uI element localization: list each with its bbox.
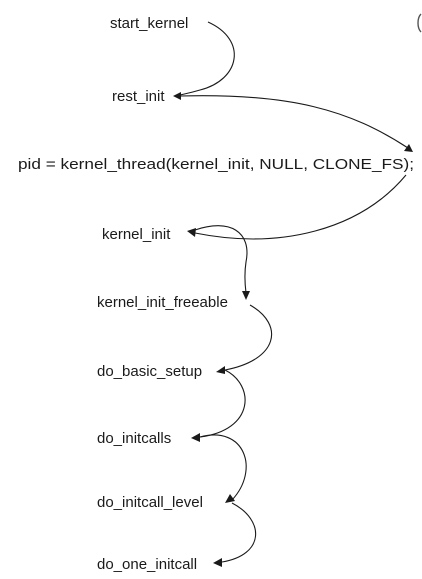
node-rest-init: rest_init [112,88,165,105]
arrowhead-do-initcall-level [225,494,235,503]
edge-fragment-mark [417,13,422,33]
node-start-kernel: start_kernel [110,15,188,32]
edge-do-basic-setup-to-do-initcalls [199,369,246,438]
node-do-initcall-level: do_initcall_level [97,494,203,511]
node-do-one-initcall: do_one_initcall [97,556,197,573]
edge-kernel-init-to-kernel-init-freeable [194,225,248,294]
edge-do-initcall-level-to-do-one-initcall [221,502,257,563]
node-kernel-thread: pid = kernel_thread(kernel_init, NULL, C… [18,156,414,173]
edge-do-initcalls-to-do-initcall-level [199,434,247,501]
edge-rest-init-to-kernel-thread [179,95,409,149]
node-kernel-init: kernel_init [102,226,171,243]
arrowhead-kernel-init-freeable [242,291,250,300]
node-do-initcalls: do_initcalls [97,430,171,447]
arrowhead-do-initcalls [191,433,200,442]
arrowhead-rest-init [173,92,181,100]
node-do-basic-setup: do_basic_setup [97,363,202,380]
arrowhead-do-one-initcall [213,558,222,567]
arrowhead-kernel-thread [404,144,413,152]
nodes: start_kernel rest_init pid = kernel_thre… [18,15,414,573]
edge-kernel-thread-to-kernel-init [194,174,407,240]
arrowhead-kernel-init [187,228,196,237]
node-kernel-init-freeable: kernel_init_freeable [97,294,228,311]
edges [173,21,413,567]
arrowhead-do-basic-setup [216,366,225,374]
edge-start-kernel-to-rest-init [179,21,235,96]
edge-kernel-init-freeable-to-do-basic-setup [224,304,273,371]
